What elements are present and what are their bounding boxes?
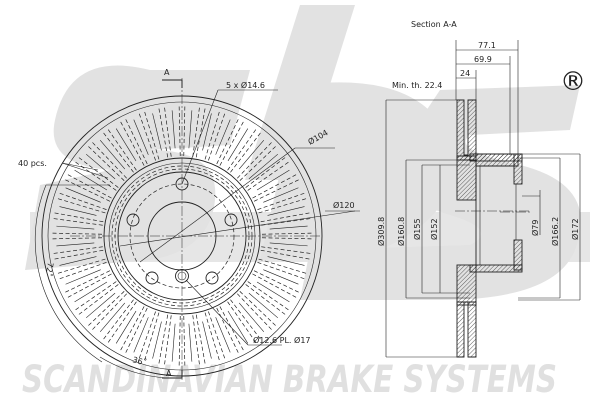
dim-d172: Ø172 [570,218,580,240]
section-title: Section A-A [411,20,457,29]
label-vanes: 40 pcs. [18,159,47,168]
label-angle-36: 36˚ [131,354,147,367]
dim-d152: Ø152 [429,218,439,240]
dim-outer-diameter: Ø309.8 [376,217,386,246]
sbs-logo-watermark: ® [25,5,590,300]
label-hub-outer: Ø120 [333,200,355,210]
dim-disc-thickness: 24 [460,69,470,78]
bolt-holes [126,177,238,285]
section-view [385,40,581,358]
label-small-holes: Ø12.6 PL. Ø17 [253,335,311,345]
section-marker-top: A [164,68,170,77]
registered-mark: ® [560,67,586,97]
dim-d155: Ø155 [412,218,422,240]
label-angle-72: 72˚ [44,262,56,278]
dim-min-thickness: Min. th. 22.4 [392,81,442,90]
dim-hat-height: 69.9 [474,55,492,64]
dim-d160-8: Ø160.8 [396,217,406,246]
watermark-brand-text: SCANDINAVIAN BRAKE SYSTEMS [22,358,557,400]
cooling-vanes [50,104,314,368]
label-bolt-holes: 5 x Ø14.6 [226,80,265,90]
dim-d166-2: Ø166.2 [550,217,560,246]
front-view [34,78,360,380]
section-marker-bottom: A [166,369,172,378]
dim-center-bore: Ø79 [530,220,540,236]
dim-overall-height: 77.1 [478,41,496,50]
